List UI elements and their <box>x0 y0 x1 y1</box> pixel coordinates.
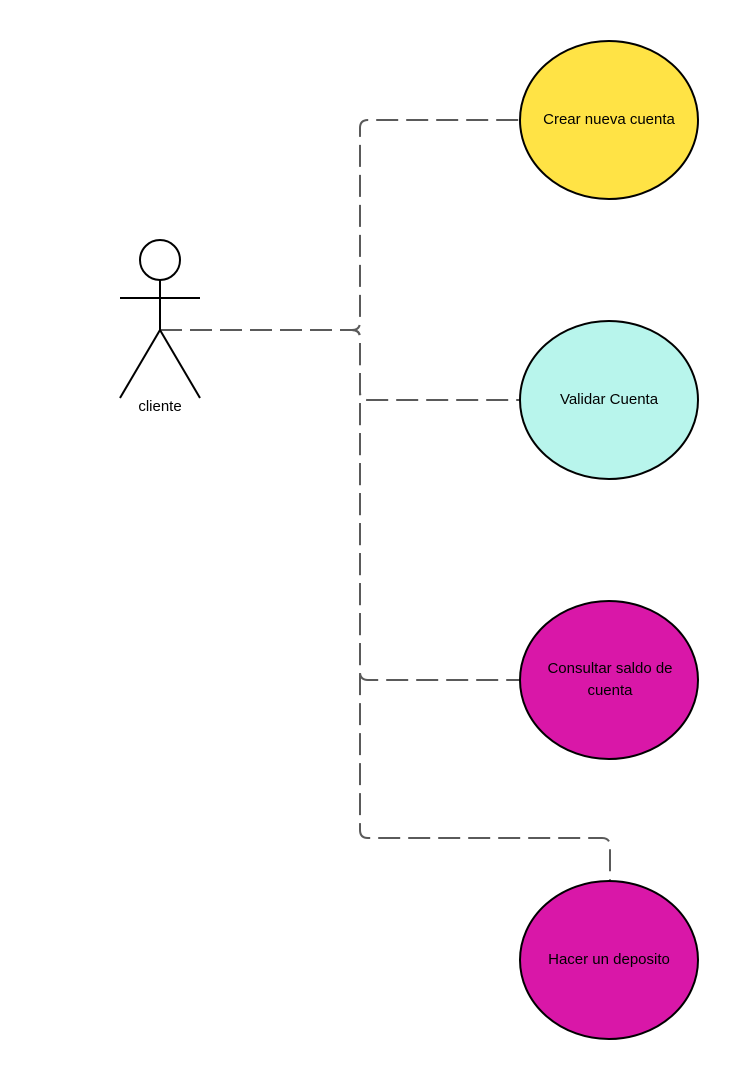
use-case-consultar-saldo-label: Consultar saldo de cuenta <box>547 660 673 699</box>
use-case-crear-cuenta-label: Crear nueva cuenta <box>543 111 675 128</box>
connector-validar-cuenta <box>160 329 520 401</box>
connector-hacer-deposito <box>160 329 611 880</box>
actor-figure[interactable] <box>119 239 201 399</box>
actor-head <box>139 239 181 281</box>
use-case-validar-cuenta-shape[interactable] <box>519 320 699 480</box>
connector-crear-cuenta <box>160 119 520 331</box>
use-case-crear-cuenta-shape[interactable] <box>519 40 699 200</box>
use-case-hacer-deposito-shape[interactable] <box>519 880 699 1040</box>
use-case-validar-cuenta-label: Validar Cuenta <box>559 391 659 408</box>
use-case-consultar-saldo-shape[interactable] <box>519 600 699 760</box>
actor-left-leg <box>119 329 161 399</box>
use-case-hacer-deposito-label: Hacer un deposito <box>548 951 670 968</box>
connector-consultar-saldo <box>160 329 520 681</box>
actor-label: cliente <box>138 398 182 415</box>
actor-right-leg <box>159 329 201 399</box>
